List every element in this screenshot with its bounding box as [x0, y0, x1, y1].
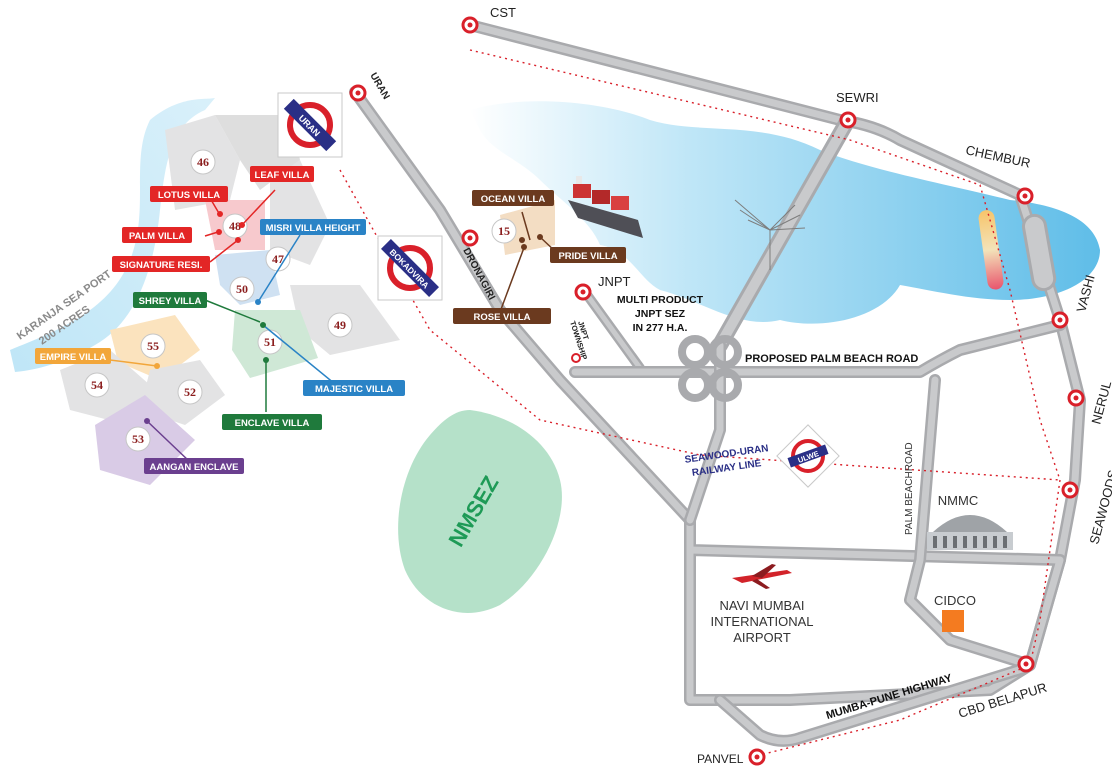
metro-sign-ulwe: ULWE — [776, 424, 840, 488]
seawood-uran-rail-label: SEAWOOD-URAN RAILWAY LINE — [684, 443, 769, 479]
thane-creek — [470, 101, 1100, 324]
svg-text:AANGAN ENCLAVE: AANGAN ENCLAVE — [149, 462, 238, 473]
svg-text:SIGNATURE RESI.: SIGNATURE RESI. — [120, 260, 203, 271]
svg-text:55: 55 — [147, 339, 159, 353]
svg-text:INTERNATIONAL: INTERNATIONAL — [710, 614, 813, 629]
svg-text:IN 277 H.A.: IN 277 H.A. — [633, 322, 688, 334]
svg-text:PANVEL: PANVEL — [697, 752, 744, 766]
svg-text:URAN: URAN — [367, 71, 391, 102]
project-tag-empire-villa[interactable]: EMPIRE VILLA — [35, 348, 111, 364]
svg-text:ROSE VILLA: ROSE VILLA — [473, 312, 530, 323]
airport-label: NAVI MUMBAI INTERNATIONAL AIRPORT — [710, 598, 813, 645]
station-chembur — [1016, 187, 1034, 205]
svg-text:JNPT: JNPT — [598, 274, 631, 289]
sea-link-bridge — [734, 199, 806, 270]
palm-beachroad-vertical-label: PALM BEACHROAD — [904, 442, 915, 535]
station-jnpt — [574, 283, 592, 301]
freeway-ramp-2 — [1021, 213, 1057, 292]
svg-text:LEAF VILLA: LEAF VILLA — [255, 170, 310, 181]
karanja-coast — [10, 98, 215, 372]
station-nerul — [1067, 389, 1085, 407]
project-tag-enclave-villa[interactable]: ENCLAVE VILLA — [222, 414, 322, 430]
svg-text:47: 47 — [272, 252, 284, 266]
svg-text:49: 49 — [334, 318, 346, 332]
station-jnpt-township — [571, 353, 581, 363]
project-tag-aangan-enclave[interactable]: AANGAN ENCLAVE — [144, 458, 244, 474]
station-panvel — [748, 748, 766, 766]
svg-text:JNPT SEZ: JNPT SEZ — [635, 308, 686, 320]
svg-text:MULTI PRODUCT: MULTI PRODUCT — [617, 294, 704, 306]
svg-text:DRONAGIRI: DRONAGIRI — [460, 246, 497, 302]
project-tag-shrey-villa[interactable]: SHREY VILLA — [133, 292, 207, 308]
cidco-marker — [942, 610, 964, 632]
station-markers — [349, 16, 1085, 766]
project-tag-signature-resi[interactable]: SIGNATURE RESI. — [112, 256, 210, 272]
svg-text:46: 46 — [197, 155, 209, 169]
svg-text:CST: CST — [490, 5, 516, 20]
svg-text:SEAWOODS: SEAWOODS — [1086, 468, 1112, 546]
svg-text:NERUL: NERUL — [1088, 379, 1112, 425]
project-tag-lotus-villa[interactable]: LOTUS VILLA — [150, 186, 228, 202]
cargo-ship-icon — [568, 176, 643, 238]
svg-text:48: 48 — [229, 219, 241, 233]
project-tag-pride-villa[interactable]: PRIDE VILLA — [550, 247, 626, 263]
nmmc-building-icon — [927, 515, 1013, 550]
station-dronagiri — [461, 229, 479, 247]
svg-text:PALM VILLA: PALM VILLA — [129, 231, 185, 242]
cloverleaf-interchange — [678, 335, 742, 402]
project-tag-palm-villa[interactable]: PALM VILLA — [122, 227, 192, 243]
svg-text:51: 51 — [264, 335, 276, 349]
svg-text:15: 15 — [498, 224, 510, 238]
metro-sign-uran: URAN — [277, 92, 343, 158]
project-pointer-dots — [144, 211, 543, 424]
svg-text:ENCLAVE VILLA: ENCLAVE VILLA — [235, 418, 310, 429]
station-cst — [461, 16, 479, 34]
svg-text:LOTUS VILLA: LOTUS VILLA — [158, 190, 220, 201]
metro-sign-bokadvira: BOKADVIRA — [377, 235, 443, 301]
svg-text:AIRPORT: AIRPORT — [733, 630, 791, 645]
station-sewri — [839, 111, 857, 129]
project-tag-ocean-villa[interactable]: OCEAN VILLA — [472, 190, 554, 206]
sector-numbers: 46 48 47 50 49 51 55 54 52 53 15 — [84, 149, 517, 452]
station-seawoods — [1061, 481, 1079, 499]
station-vashi — [1051, 311, 1069, 329]
project-tag-misri-villa-height[interactable]: MISRI VILLA HEIGHT — [260, 219, 366, 235]
project-tag-rose-villa[interactable]: ROSE VILLA — [453, 308, 551, 324]
nmsez-zone — [398, 410, 562, 613]
project-tag-majestic-villa[interactable]: MAJESTIC VILLA — [303, 380, 405, 396]
svg-text:PRIDE VILLA: PRIDE VILLA — [558, 251, 617, 262]
svg-text:52: 52 — [184, 385, 196, 399]
svg-text:53: 53 — [132, 432, 144, 446]
svg-text:OCEAN VILLA: OCEAN VILLA — [481, 194, 546, 205]
palm-beach-road-label: PROPOSED PALM BEACH ROAD — [745, 353, 918, 365]
station-cbd-belapur — [1017, 655, 1035, 673]
svg-text:SHREY VILLA: SHREY VILLA — [139, 296, 202, 307]
cidco-label: CIDCO — [934, 593, 976, 608]
svg-text:50: 50 — [236, 282, 248, 296]
svg-text:MAJESTIC VILLA: MAJESTIC VILLA — [315, 384, 393, 395]
svg-text:CHEMBUR: CHEMBUR — [964, 142, 1031, 170]
freeway-ramp-1 — [978, 210, 1004, 290]
station-uran — [349, 84, 367, 102]
svg-text:SEWRI: SEWRI — [836, 90, 879, 105]
project-tag-leaf-villa[interactable]: LEAF VILLA — [250, 166, 314, 182]
svg-text:EMPIRE VILLA: EMPIRE VILLA — [40, 352, 107, 363]
nmmc-label: NMMC — [938, 493, 978, 508]
jnpt-sez-label: MULTI PRODUCT JNPT SEZ IN 277 H.A. — [617, 294, 704, 334]
svg-text:MISRI VILLA HEIGHT: MISRI VILLA HEIGHT — [266, 223, 361, 234]
airplane-icon — [732, 564, 792, 589]
svg-text:54: 54 — [91, 378, 103, 392]
svg-text:NAVI MUMBAI: NAVI MUMBAI — [720, 598, 805, 613]
